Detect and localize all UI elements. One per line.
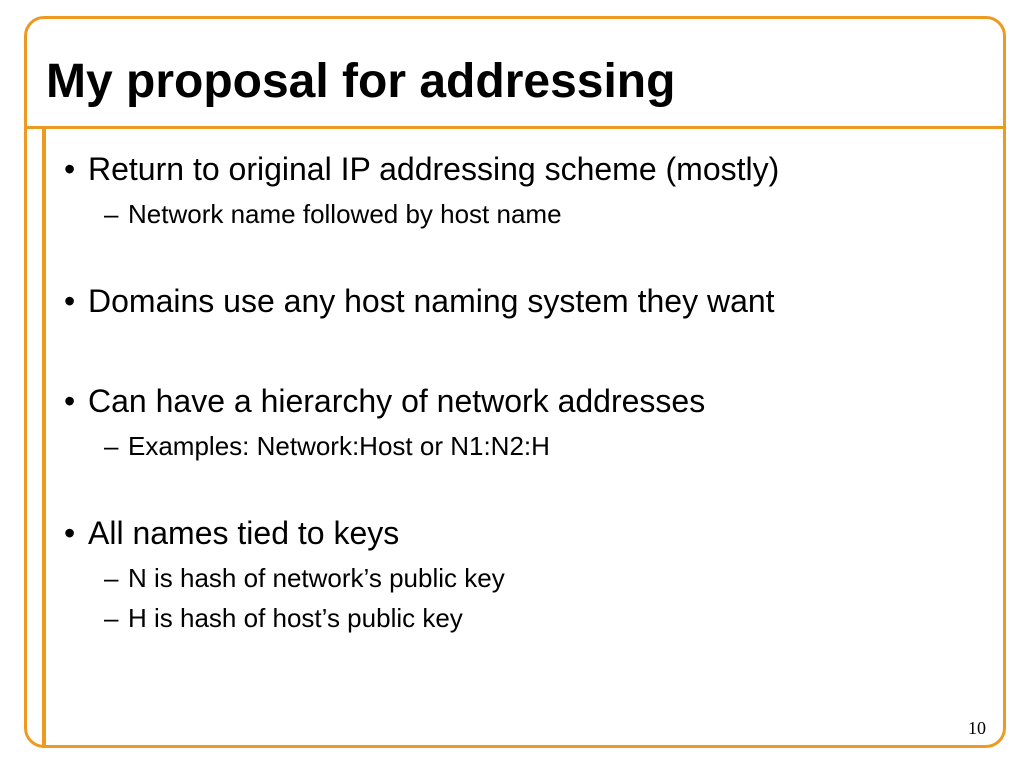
title-divider — [24, 126, 1006, 129]
page-number: 10 — [968, 718, 986, 738]
sub-bullet-text: H is hash of host’s public key — [128, 603, 463, 633]
sub-bullet-item: –N is hash of network’s public key — [104, 558, 779, 598]
sub-bullet-item: –Examples: Network:Host or N1:N2:H — [104, 426, 779, 466]
bullet-dot-icon: • — [64, 151, 76, 187]
bullet-item: • Domains use any host naming system they… — [64, 280, 779, 322]
sub-bullet-list: –Network name followed by host name — [64, 194, 779, 234]
bullet-list: • Return to original IP addressing scheme… — [64, 148, 779, 638]
sub-bullet-list: –N is hash of network’s public key –H is… — [64, 558, 779, 638]
sub-bullet-text: N is hash of network’s public key — [128, 563, 505, 593]
sub-bullet-text: Examples: Network:Host or N1:N2:H — [128, 431, 550, 461]
bullet-text: Can have a hierarchy of network addresse… — [88, 383, 706, 419]
bullet-text: Return to original IP addressing scheme … — [88, 151, 780, 187]
slide-title: My proposal for addressing — [46, 55, 676, 108]
bullet-item: • Can have a hierarchy of network address… — [64, 380, 779, 466]
bullet-dot-icon: • — [64, 283, 76, 319]
slide-frame — [24, 16, 1006, 748]
left-accent-bar — [42, 126, 46, 748]
bullet-text: All names tied to keys — [88, 515, 400, 551]
bullet-text: Domains use any host naming system they … — [88, 283, 775, 319]
dash-icon: – — [104, 603, 119, 633]
sub-bullet-list: –Examples: Network:Host or N1:N2:H — [64, 426, 779, 466]
sub-bullet-item: –H is hash of host’s public key — [104, 598, 779, 638]
dash-icon: – — [104, 563, 119, 593]
bullet-item: • All names tied to keys –N is hash of ne… — [64, 512, 779, 638]
bullet-dot-icon: • — [64, 515, 76, 551]
sub-bullet-item: –Network name followed by host name — [104, 194, 779, 234]
dash-icon: – — [104, 199, 119, 229]
bullet-item: • Return to original IP addressing scheme… — [64, 148, 779, 234]
sub-bullet-text: Network name followed by host name — [128, 199, 562, 229]
dash-icon: – — [104, 431, 119, 461]
bullet-dot-icon: • — [64, 383, 76, 419]
